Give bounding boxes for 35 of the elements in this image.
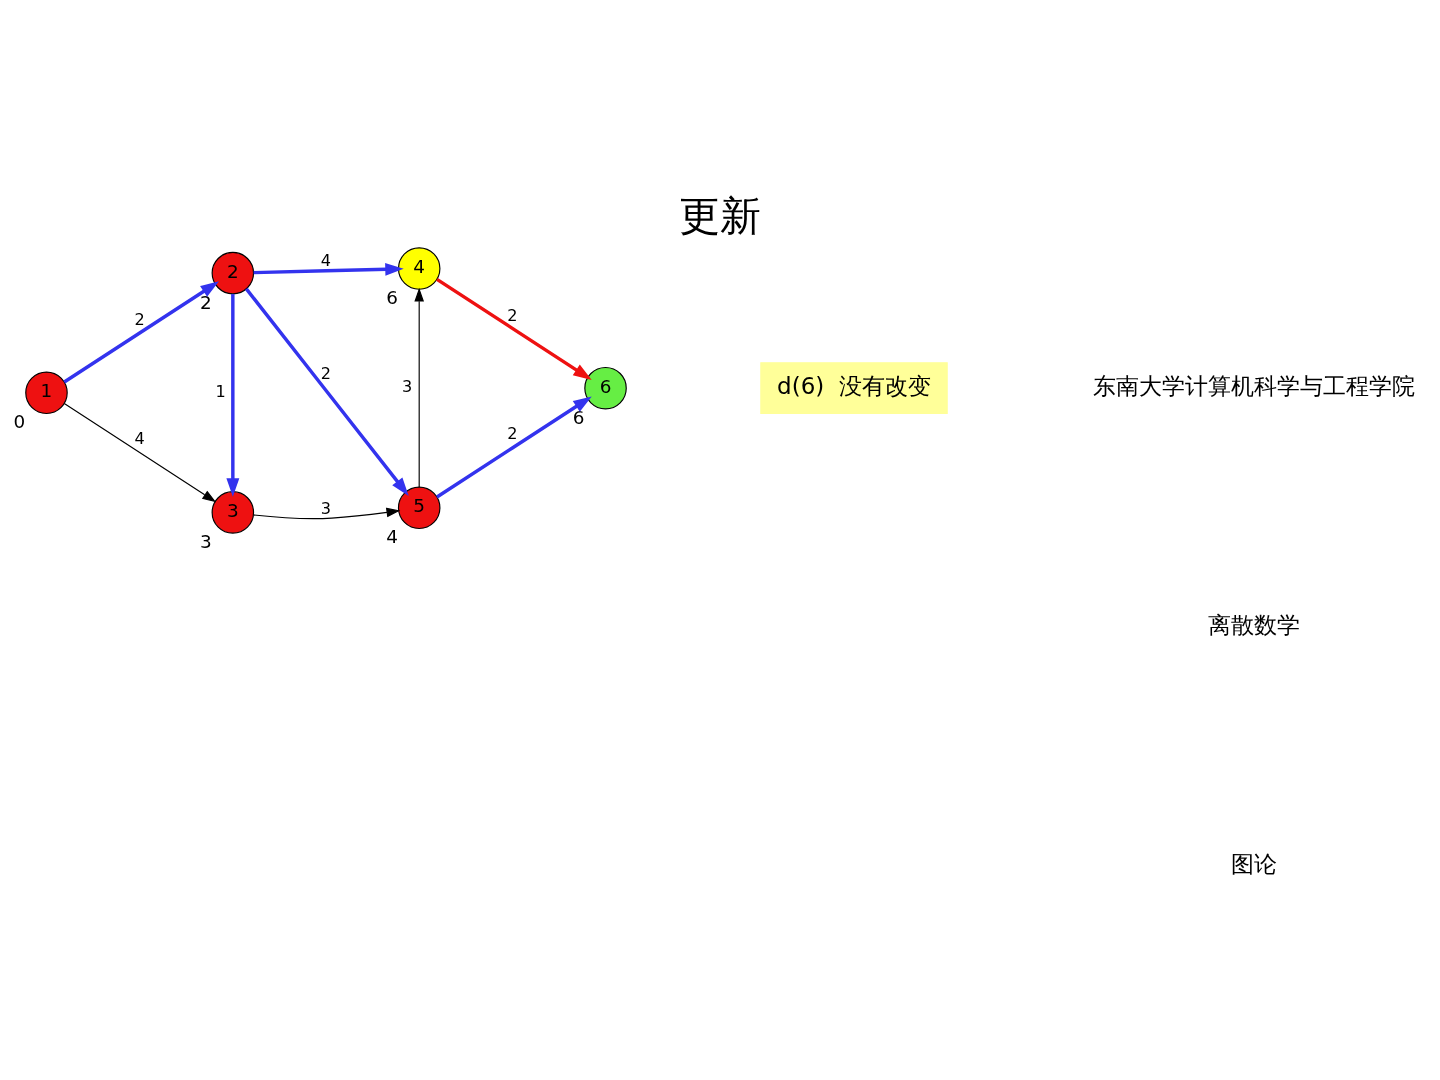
node-label: 2: [199, 291, 212, 313]
edge-label: 4: [320, 251, 332, 271]
node-label: 6: [386, 286, 399, 308]
label: 东南大学计算机科学与工程学院: [1093, 372, 1416, 399]
edge-label: 2: [507, 424, 518, 443]
edge-label: 2: [134, 310, 145, 330]
arrow: [63, 281, 220, 384]
arrow: [252, 507, 401, 520]
node-label: 0: [13, 411, 26, 433]
label: 离散数学: [1208, 612, 1301, 639]
arrow: [414, 287, 425, 488]
arrow: [63, 403, 217, 503]
edge-label: 2: [507, 305, 518, 325]
edge-label: 1: [215, 382, 226, 402]
arrow: [436, 396, 592, 499]
edge-label: 3: [401, 377, 413, 397]
node-circle: 2: [211, 251, 255, 295]
label: 图论: [1231, 851, 1278, 878]
edge-label: 4: [134, 428, 145, 448]
node-circle: 6: [584, 366, 627, 410]
node-circle: 1: [25, 371, 68, 415]
edge-label: 3: [320, 498, 332, 518]
node-circle: 5: [397, 486, 441, 530]
node-label: 4: [386, 526, 399, 548]
arrow: [245, 287, 409, 496]
node-label: 3: [199, 530, 212, 552]
arrow: [436, 277, 592, 380]
node-label: 6: [572, 406, 585, 428]
node-box: d(6) 没有改变: [760, 362, 948, 415]
arrow: [226, 294, 240, 497]
arrow: [253, 262, 404, 276]
node-circle: 4: [397, 247, 441, 290]
diagram-title: 更新: [679, 192, 761, 241]
edge-label: 2: [320, 364, 332, 384]
node-circle: 3: [211, 491, 255, 534]
